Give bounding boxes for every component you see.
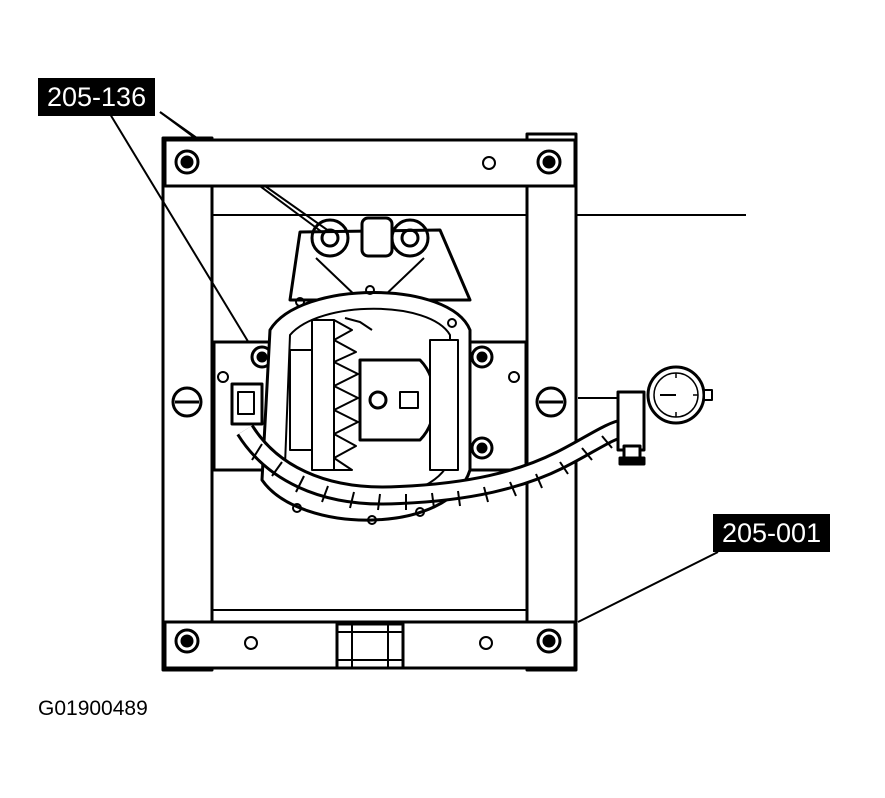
dial-indicator xyxy=(578,367,712,464)
leader-line-205-001 xyxy=(578,552,718,622)
bottom-coupling xyxy=(337,624,403,668)
ring-gear xyxy=(312,318,372,470)
callout-205-136: 205-136 xyxy=(38,78,156,116)
upper-mount xyxy=(290,218,470,300)
callout-205-001: 205-001 xyxy=(713,514,831,552)
left-clamp xyxy=(232,384,262,424)
corner-bolts xyxy=(176,151,560,652)
flexible-hose xyxy=(245,428,625,510)
figure-id: G01900489 xyxy=(38,697,148,720)
side-adjusters xyxy=(173,388,565,416)
differential-carrier xyxy=(290,340,458,470)
